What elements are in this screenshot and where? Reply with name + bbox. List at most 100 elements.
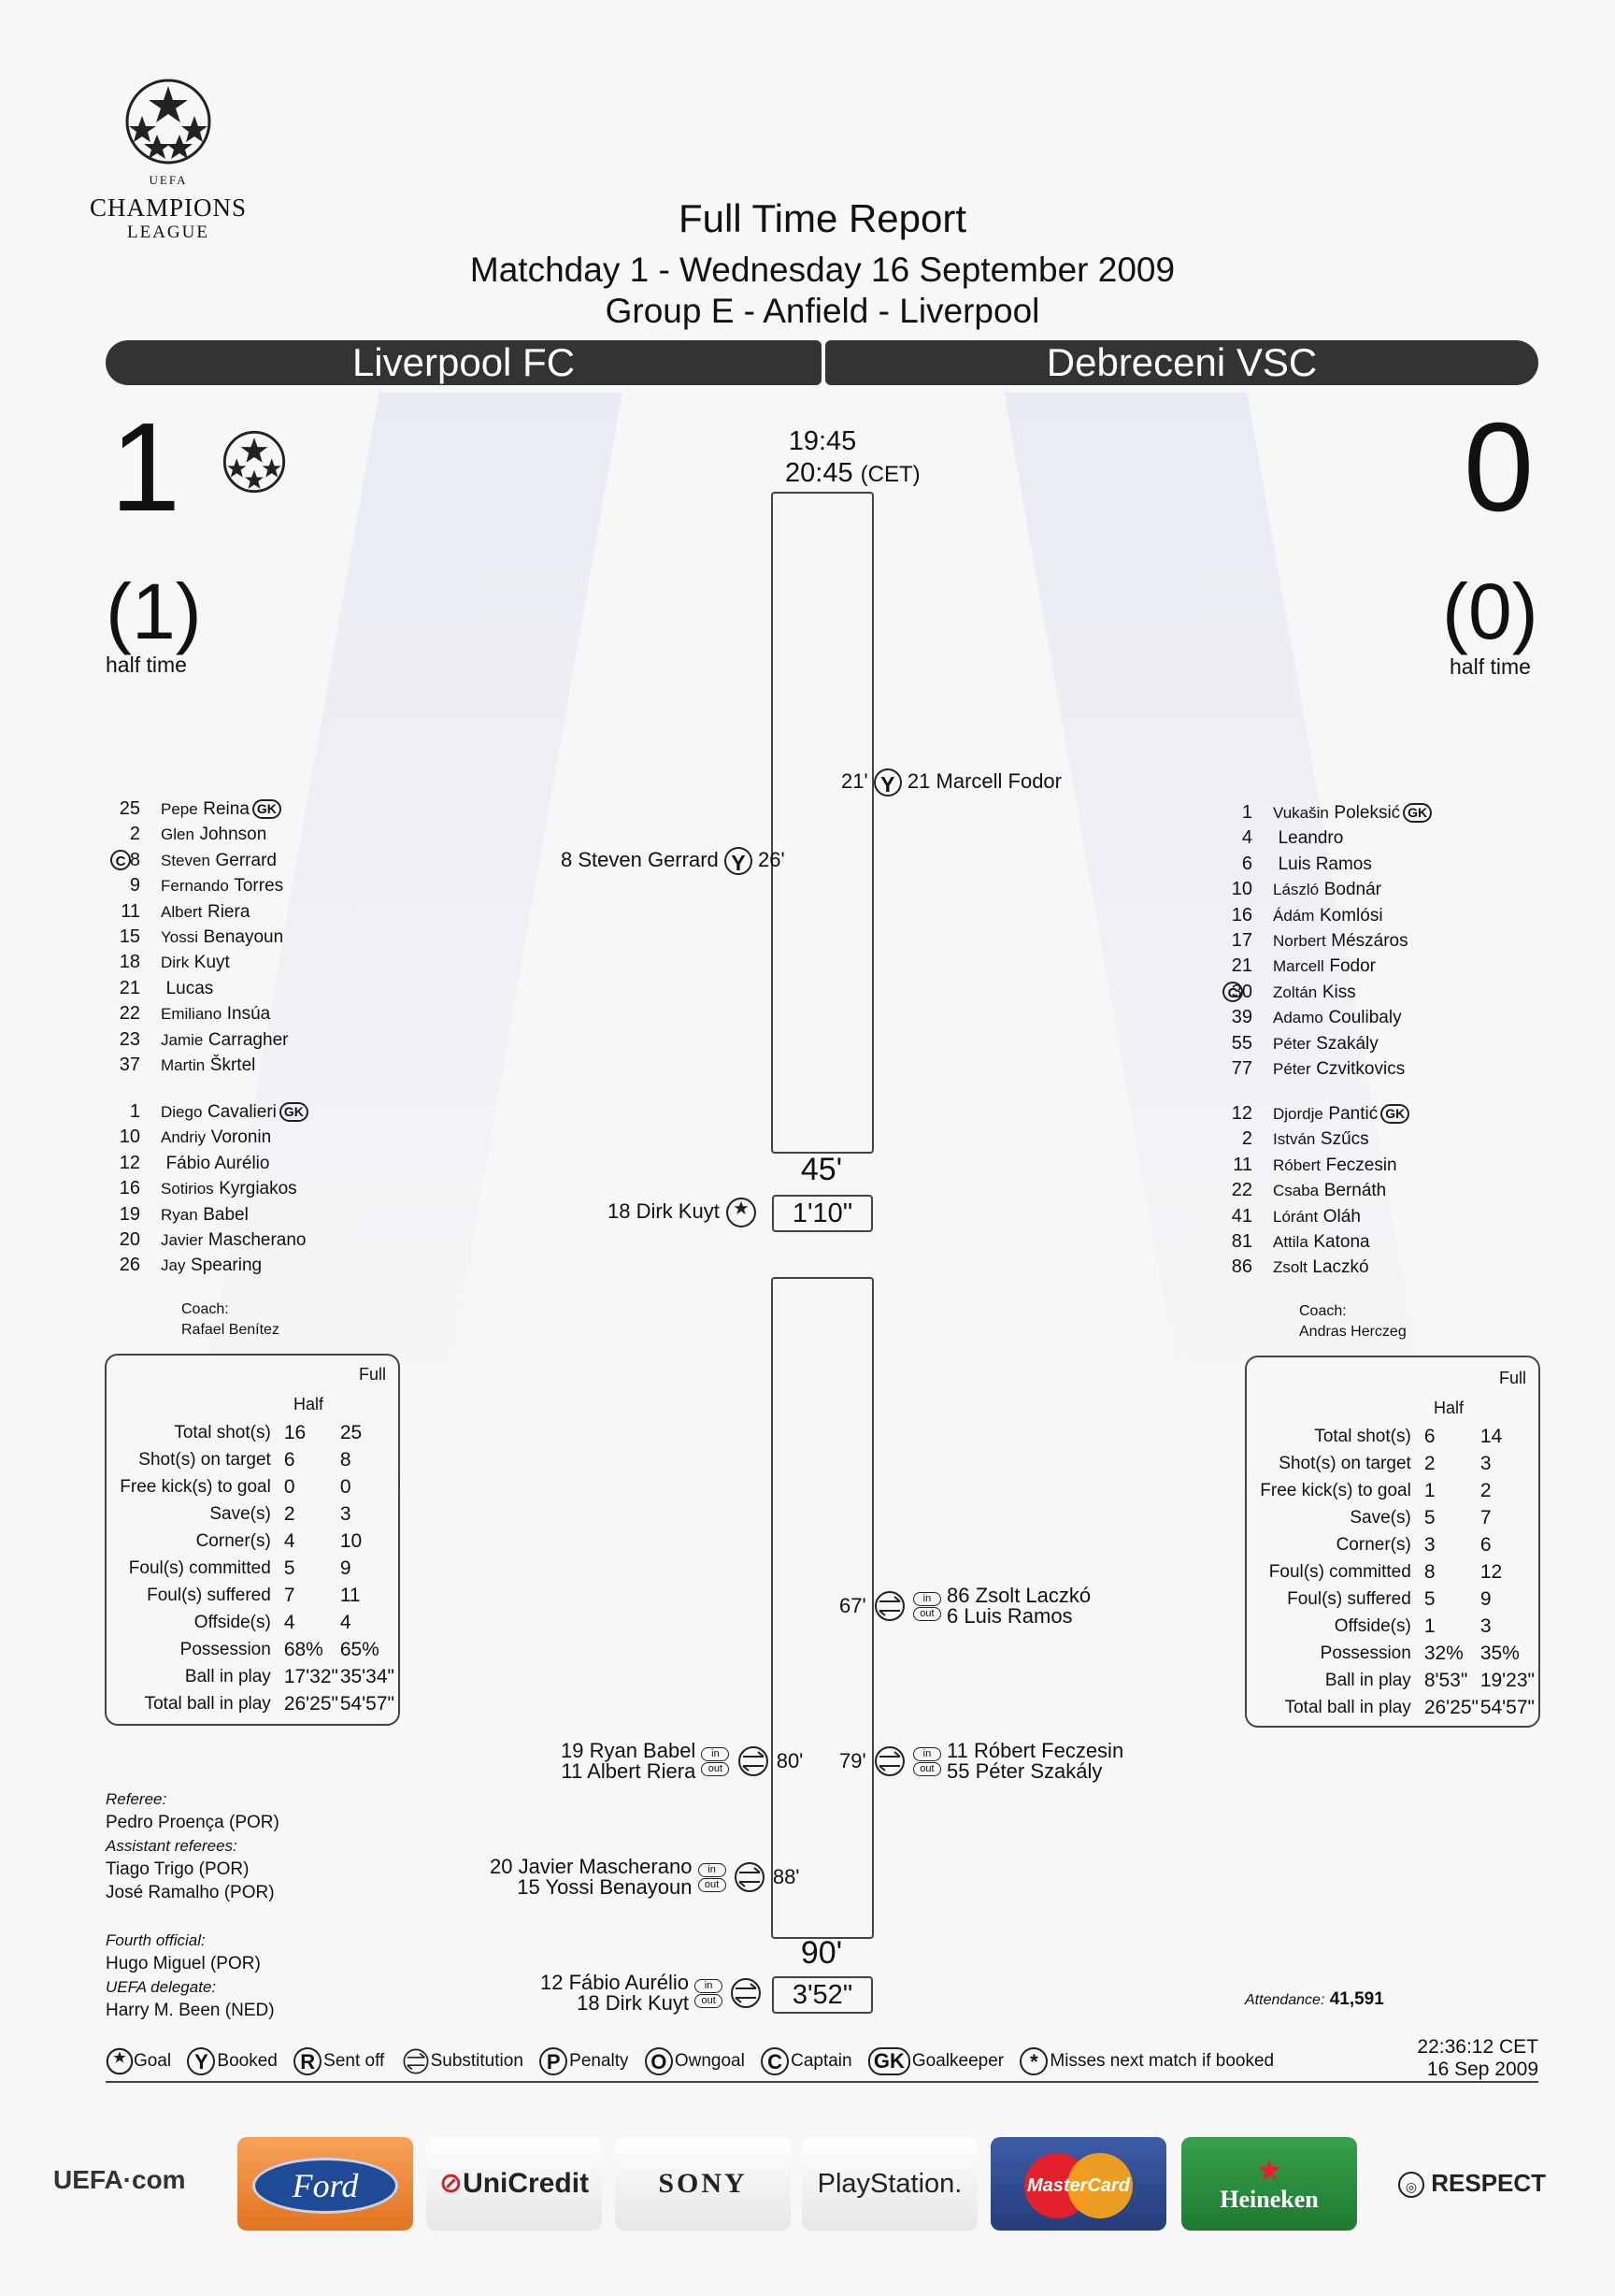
goal-ball-icon (106, 2047, 134, 2075)
delegate-label: UEFA delegate: (106, 1978, 217, 1996)
red-card-icon: R (293, 2047, 322, 2075)
player-number: 9 (129, 875, 140, 897)
player-surname: Škrtel (209, 1055, 256, 1076)
event-player: 18 Dirk Kuyt (607, 1198, 720, 1223)
player-first-name: Jay (161, 1256, 186, 1275)
event-player: 21 Marcell Fodor (907, 768, 1062, 793)
player-number: 22 (1231, 1180, 1252, 1201)
in-label: in (912, 1746, 941, 1761)
goalkeeper-icon: GK (867, 2047, 910, 2075)
report-timestamp: 22:36:12 CET 16 Sep 2009 (1417, 2036, 1538, 2081)
player-in: 20 Javier Mascherano (490, 1855, 693, 1878)
legend-owngoal-label: Owngoal (674, 2051, 745, 2072)
home-half-score: (1) (106, 567, 202, 655)
stats-half-label: Half (1434, 1399, 1465, 1417)
substitution-icon (737, 1746, 768, 1776)
player-first-name: Steven (161, 851, 210, 869)
ford-sponsor: Ford (237, 2137, 413, 2231)
kickoff-local: 19:45 (788, 426, 857, 456)
player-out: 11 Albert Riera (561, 1759, 696, 1783)
player-surname: Insúa (226, 1004, 271, 1025)
first-half-end: 45' (800, 1152, 843, 1187)
stat-label: Offside(s) (1334, 1615, 1411, 1636)
player-first-name: Lóránt (1273, 1207, 1319, 1226)
player-number: 20 (119, 1229, 140, 1251)
player-row: 22 Emiliano Insúa (103, 1001, 439, 1026)
captain-icon: C (761, 2047, 790, 2075)
respect-text: RESPECT (1431, 2169, 1547, 2197)
player-first-name: Zoltán (1273, 983, 1318, 1001)
second-half-added-time: 3'52" (772, 1976, 873, 2014)
event-minute: 88' (772, 1865, 800, 1888)
player-out: 15 Yossi Benayoun (517, 1875, 693, 1899)
matchday-subtitle: Matchday 1 - Wednesday 16 September 2009 (469, 251, 1176, 289)
player-number: 12 (1231, 1103, 1252, 1124)
player-first-name: Marcell (1273, 957, 1324, 976)
attendance: Attendance: 41,591 (1245, 1989, 1384, 2010)
stat-half-value: 32% (1423, 1642, 1464, 1664)
legend-penalty-label: Penalty (569, 2051, 629, 2072)
player-number: 22 (119, 1003, 140, 1025)
player-surname: Szakály (1316, 1033, 1379, 1054)
stat-full-value: 6 (1479, 1533, 1492, 1556)
fourth-official-label: Fourth official: (106, 1931, 206, 1949)
player-first-name: Djordje (1273, 1105, 1323, 1123)
stat-full-value: 35% (1479, 1642, 1520, 1664)
owngoal-icon: O (644, 2047, 673, 2075)
in-label: in (701, 1746, 730, 1761)
player-number: 21 (119, 977, 140, 998)
event-minute: 67' (839, 1594, 866, 1617)
respect-logo: ◎ RESPECT (1398, 2169, 1547, 2199)
match-officials: Referee: Pedro Proença (POR) Assistant r… (106, 1787, 279, 2022)
player-row: 4 Leandro (1215, 825, 1551, 851)
player-first-name: Norbert (1273, 932, 1326, 951)
stat-half-value: 0 (283, 1475, 295, 1498)
stat-half-value: 4 (283, 1529, 295, 1552)
event-minute: 79' (839, 1749, 866, 1772)
captain-icon: C (110, 849, 131, 870)
legend-goal-label: Goal (134, 2051, 172, 2072)
player-first-name: Emiliano (161, 1005, 222, 1024)
substitution-icon (734, 1862, 765, 1892)
player-out: 55 Péter Szakály (947, 1759, 1103, 1783)
stat-label: Total ball in play (144, 1693, 271, 1714)
player-surname: Kuyt (193, 953, 230, 973)
goal-ball-icon (222, 430, 286, 494)
away-half-score: (0) (1442, 567, 1538, 655)
event-minute: 80' (776, 1749, 804, 1772)
player-first-name: Javier (161, 1231, 204, 1250)
player-first-name: Zsolt (1273, 1258, 1308, 1277)
player-number: 4 (1241, 827, 1252, 849)
assistant-1: Tiago Trigo (POR) (106, 1859, 250, 1879)
legend-substitution: Substitution (401, 2048, 523, 2074)
goalkeeper-icon: GK (279, 1102, 308, 1123)
player-surname: Babel (203, 1204, 249, 1225)
stat-full-value: 9 (1479, 1587, 1492, 1610)
heineken-sponsor: ★ Heineken (1181, 2137, 1357, 2231)
